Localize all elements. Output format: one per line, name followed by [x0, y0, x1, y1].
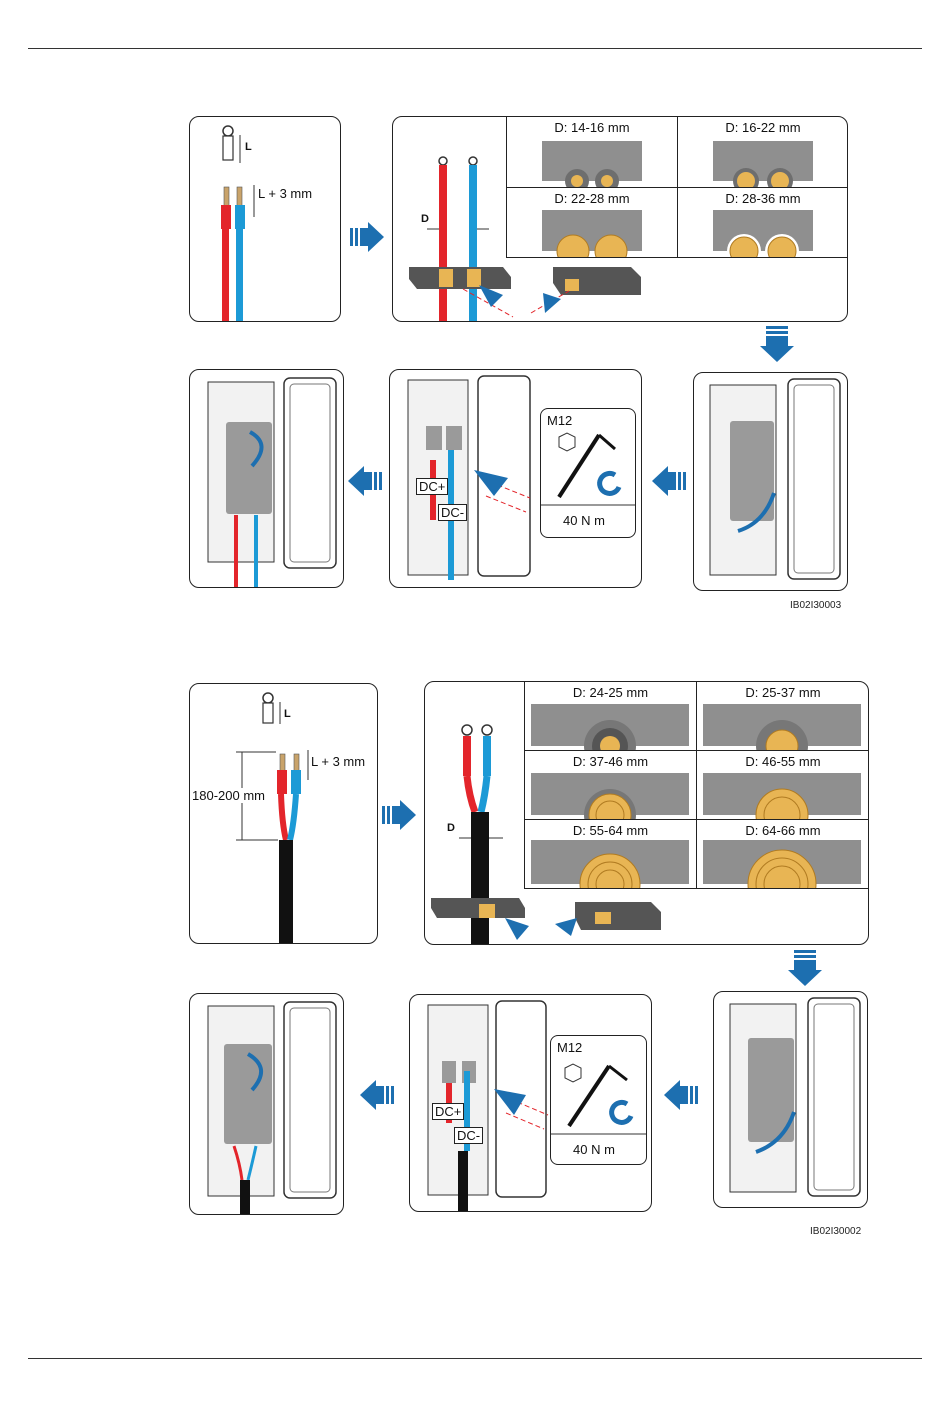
fig1-connect-terminal-panel: DC+ DC- M12 40 N m [389, 369, 642, 588]
inverter-open-drawing [694, 373, 847, 590]
size-cell: D: 37-46 mm [525, 751, 697, 820]
size-grid: D: 24-25 mm D: 25-37 mm D: 37-46 mm D: 4… [524, 682, 869, 889]
size-cell: D: 16-22 mm [678, 117, 848, 188]
header-rule [28, 48, 922, 49]
inverter-box-drawing [190, 994, 343, 1214]
dc-positive-label: DC+ [432, 1103, 464, 1120]
lug-length-label: L [245, 141, 252, 153]
inverter-open-drawing [714, 992, 867, 1207]
strip-length-label: L + 3 mm [311, 754, 365, 769]
size-cell: D: 64-66 mm [697, 820, 869, 888]
arrow-left-icon [652, 466, 686, 496]
size-cell: D: 24-25 mm [525, 682, 697, 751]
fig2-connect-terminal-panel: DC+ DC- M12 40 N m [409, 994, 652, 1212]
seal-icon [697, 820, 869, 888]
seal-icon [525, 820, 696, 888]
cable-d-label: D [421, 213, 429, 225]
torque-label: 40 N m [563, 513, 605, 528]
seal-large-icon [507, 188, 677, 257]
size-cell: D: 55-64 mm [525, 820, 697, 888]
fig1-close-cover-panel [189, 369, 344, 588]
footer-rule [28, 1358, 922, 1359]
size-cell: D: 28-36 mm [678, 188, 848, 257]
fig1-open-cover-panel [693, 372, 848, 591]
wire-prep-drawing [190, 117, 340, 321]
size-cell: D: 14-16 mm [507, 117, 678, 188]
fig2-cable-size-panel: D D: 24-25 mm D: 25-37 mm D: 37-46 mm D:… [424, 681, 869, 945]
fig2-wire-prep-panel: L L + 3 mm 180-200 mm [189, 683, 378, 944]
seal-small-icon [507, 117, 677, 187]
arrow-left-icon [348, 466, 382, 496]
size-cell: D: 25-37 mm [697, 682, 869, 751]
arrow-left-icon [360, 1080, 394, 1110]
arrow-down-icon [760, 326, 794, 362]
seal-icon [525, 682, 696, 750]
figure-id-1: IB02I30003 [790, 600, 841, 611]
size-cell: D: 22-28 mm [507, 188, 678, 257]
wire-prep-drawing [190, 684, 377, 943]
arrow-right-icon [350, 222, 384, 252]
strip-length-label: L + 3 mm [258, 186, 312, 201]
jacket-length-label: 180-200 mm [192, 788, 265, 803]
size-grid: D: 14-16 mm D: 16-22 mm D: 22-28 mm D: 2… [506, 117, 848, 258]
seal-icon [697, 682, 869, 750]
torque-label: 40 N m [573, 1142, 615, 1157]
torque-tool-box: M12 40 N m [540, 408, 636, 538]
figure-id-2: IB02I30002 [810, 1226, 861, 1237]
cable-d-label: D [447, 822, 455, 834]
fig2-open-cover-panel [713, 991, 868, 1208]
arrow-down-icon [788, 950, 822, 986]
fig1-cable-size-panel: D D: 14-16 mm D: 16-22 mm D: 22-28 mm D:… [392, 116, 848, 322]
seal-icon [697, 751, 869, 819]
seal-medium-icon [678, 117, 848, 187]
arrow-left-icon [664, 1080, 698, 1110]
lug-length-label: L [284, 708, 291, 720]
fig2-close-cover-panel [189, 993, 344, 1215]
dc-positive-label: DC+ [416, 478, 448, 495]
fig1-wire-prep-panel: L L + 3 mm [189, 116, 341, 322]
dc-negative-label: DC- [438, 504, 467, 521]
size-cell: D: 46-55 mm [697, 751, 869, 820]
seal-icon [525, 751, 696, 819]
inverter-box-drawing [190, 370, 343, 587]
torque-tool-box: M12 40 N m [550, 1035, 647, 1165]
dc-negative-label: DC- [454, 1127, 483, 1144]
seal-xlarge-icon [678, 188, 848, 257]
arrow-right-icon [382, 800, 416, 830]
